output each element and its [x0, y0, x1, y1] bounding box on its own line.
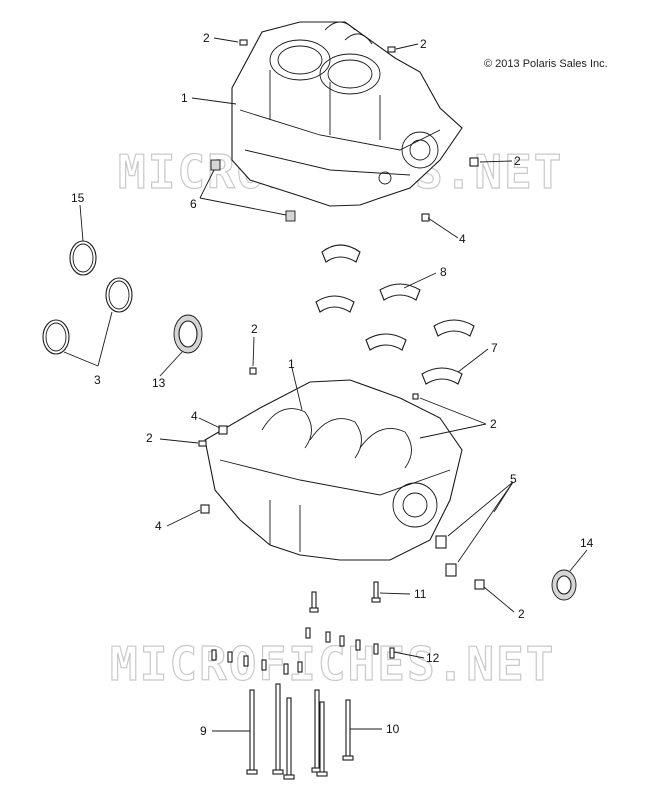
leader-lines — [63, 37, 588, 732]
callout-15: 15 — [71, 191, 85, 205]
callout-8: 8 — [440, 265, 447, 279]
callout-10: 10 — [386, 722, 400, 736]
callout-14: 14 — [580, 536, 594, 550]
callout-9: 9 — [200, 724, 207, 738]
callout-3: 3 — [94, 373, 101, 387]
watermark-bottom: MICROFICHES.NET — [110, 637, 555, 691]
main-bearings — [315, 244, 475, 385]
upper-crankcase — [231, 21, 463, 207]
callout-4: 4 — [155, 519, 162, 533]
callout-4: 4 — [191, 409, 198, 423]
callout-1: 1 — [181, 91, 188, 105]
callout-2: 2 — [146, 431, 153, 445]
lower-crankcase — [204, 379, 463, 561]
callout-12: 12 — [426, 651, 440, 665]
callout-2: 2 — [518, 607, 525, 621]
callout-5: 5 — [510, 472, 517, 486]
o-ring-15 — [69, 240, 97, 276]
callout-13: 13 — [152, 376, 166, 390]
bolts — [211, 581, 395, 780]
callout-2: 2 — [203, 31, 210, 45]
dowels-and-fasteners — [198, 39, 485, 590]
callout-1: 1 — [288, 357, 295, 371]
copyright-notice: © 2013 Polaris Sales Inc. — [484, 58, 608, 70]
callout-2: 2 — [251, 322, 258, 336]
callout-7: 7 — [491, 341, 498, 355]
o-ring-3a — [105, 277, 133, 313]
callout-2: 2 — [490, 417, 497, 431]
callout-2: 2 — [420, 37, 427, 51]
callout-2: 2 — [514, 154, 521, 168]
callout-4: 4 — [459, 232, 466, 246]
callout-6: 6 — [190, 197, 197, 211]
callout-11: 11 — [414, 587, 427, 601]
o-ring-3b — [42, 319, 70, 355]
